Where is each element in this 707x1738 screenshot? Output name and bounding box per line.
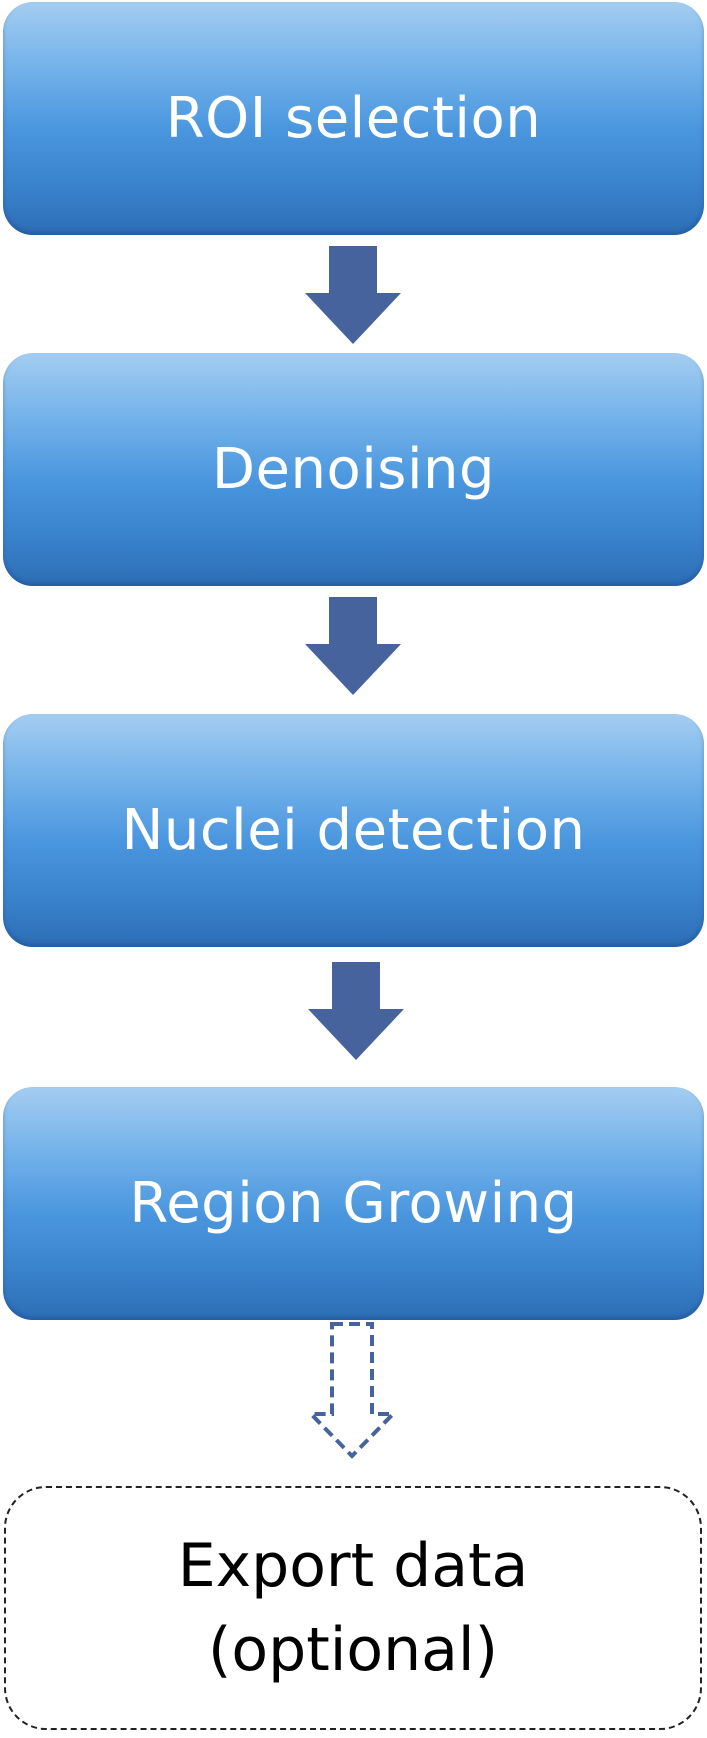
step-label: Region Growing — [129, 1170, 578, 1236]
final-step-label: Export data (optional) — [178, 1524, 529, 1692]
step-label: ROI selection — [165, 85, 542, 151]
step-denoising: Denoising — [3, 353, 704, 586]
final-step-line1: Export data — [177, 1531, 529, 1601]
down-arrow-icon — [308, 962, 404, 1060]
step-label: Nuclei detection — [121, 797, 586, 863]
dashed-down-arrow-icon — [306, 1322, 398, 1459]
final-step-line2: (optional) — [208, 1615, 498, 1685]
step-roi-selection: ROI selection — [3, 2, 704, 235]
step-export-data-optional: Export data (optional) — [4, 1486, 702, 1730]
down-arrow-icon — [305, 597, 401, 695]
step-nuclei-detection: Nuclei detection — [3, 714, 704, 947]
down-arrow-icon — [305, 246, 401, 344]
step-label: Denoising — [211, 436, 496, 502]
step-region-growing: Region Growing — [3, 1087, 704, 1320]
